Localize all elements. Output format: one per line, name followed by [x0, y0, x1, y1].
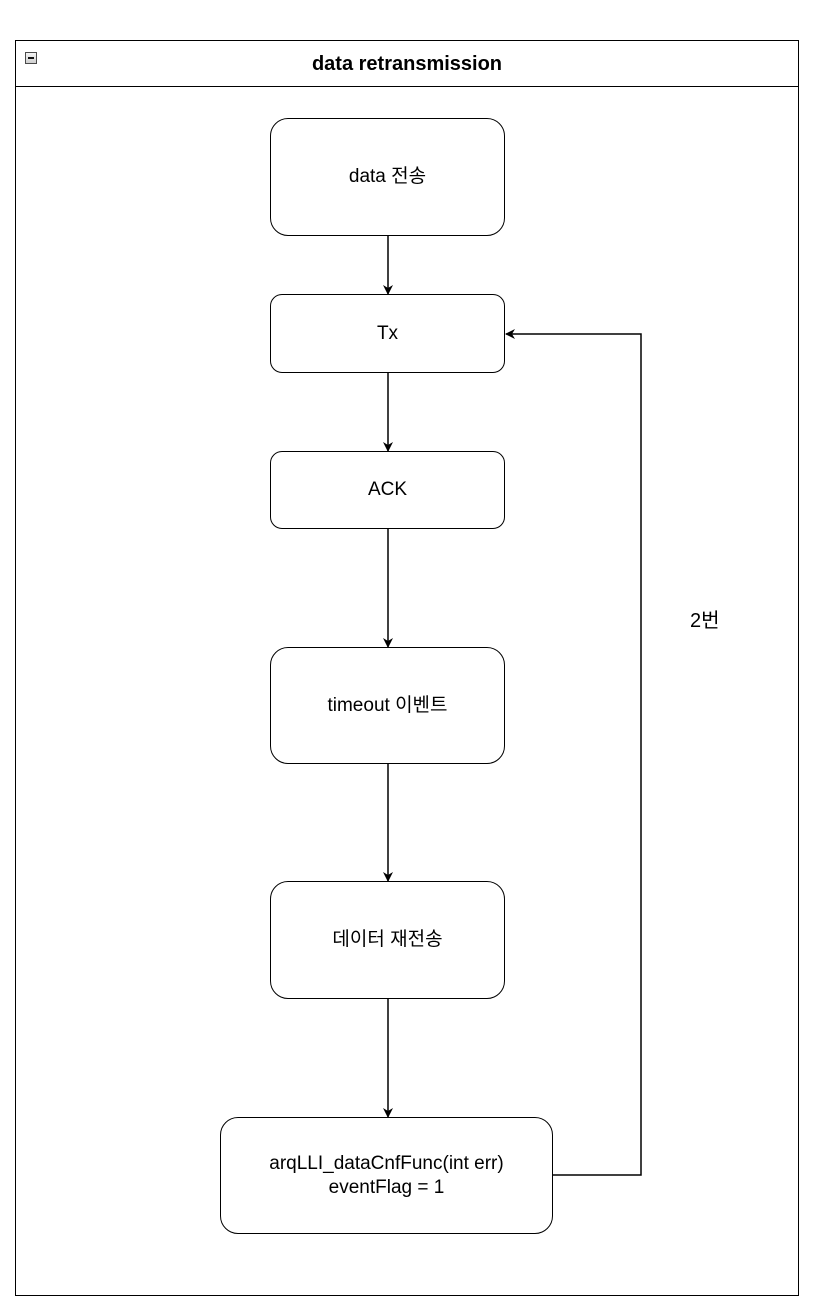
minus-glyph — [28, 57, 34, 59]
node-timeout-event[interactable]: timeout 이벤트 — [270, 647, 505, 764]
loop-edge-label: 2번 — [690, 610, 720, 632]
node-data-send-label: data 전송 — [348, 166, 427, 188]
node-tx-label: Tx — [376, 322, 399, 344]
node-ack-label: ACK — [367, 479, 408, 501]
node-callback[interactable]: arqLLI_dataCnfFunc(int err) eventFlag = … — [220, 1117, 553, 1234]
node-timeout-event-label: timeout 이벤트 — [327, 694, 448, 716]
minus-square-icon[interactable] — [25, 52, 37, 64]
node-data-resend[interactable]: 데이터 재전송 — [270, 881, 505, 999]
swimlane-header: data retransmission — [16, 41, 798, 87]
node-data-send[interactable]: data 전송 — [270, 118, 505, 236]
swimlane-title: data retransmission — [311, 53, 503, 75]
node-data-resend-label: 데이터 재전송 — [332, 929, 443, 951]
node-ack[interactable]: ACK — [270, 451, 505, 529]
node-tx[interactable]: Tx — [270, 294, 505, 373]
node-callback-line1: arqLLI_dataCnfFunc(int err) — [269, 1152, 504, 1174]
node-callback-line2: eventFlag = 1 — [328, 1176, 445, 1198]
